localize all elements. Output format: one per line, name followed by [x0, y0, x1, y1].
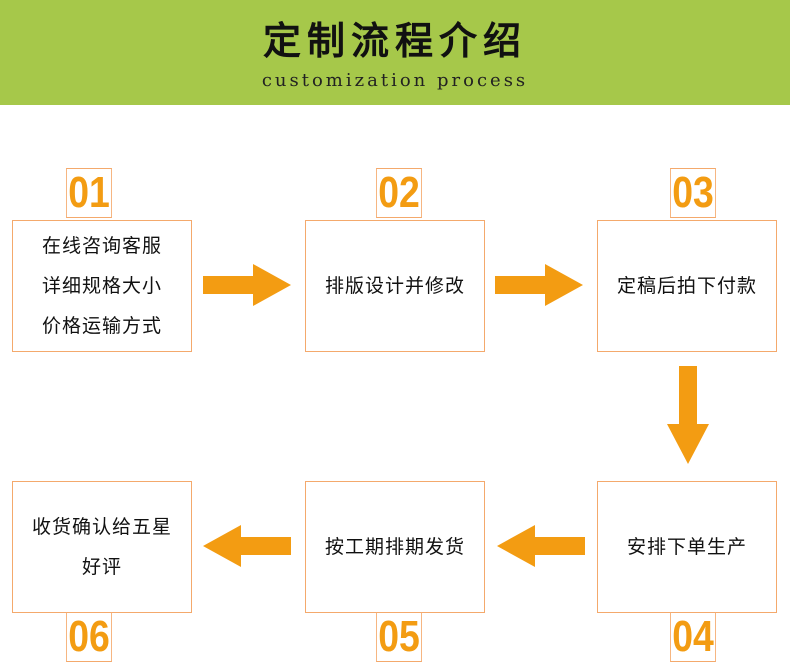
step-box-01: 在线咨询客服 详细规格大小 价格运输方式 [12, 220, 192, 352]
step-text-05: 按工期排期发货 [324, 536, 465, 558]
page-title: 定制流程介绍 [262, 19, 527, 63]
step-box-02: 排版设计并修改 [305, 220, 485, 352]
step-text-03: 定稿后拍下付款 [616, 275, 757, 297]
step-box-05: 按工期排期发货 [305, 481, 485, 613]
step-text-01: 在线咨询客服 详细规格大小 价格运输方式 [41, 235, 162, 337]
header-band: 定制流程介绍 customization process [0, 0, 790, 105]
step-text-04: 安排下单生产 [626, 536, 747, 558]
step-number-03: 03 [670, 168, 716, 218]
step-box-03: 定稿后拍下付款 [597, 220, 777, 352]
step-number-01: 01 [66, 168, 112, 218]
arrow-right-icon [495, 264, 583, 306]
step-box-06: 收货确认给五星 好评 [12, 481, 192, 613]
step-text-06: 收货确认给五星 好评 [31, 516, 172, 578]
step-number-05: 05 [376, 612, 422, 662]
arrow-left-icon [203, 525, 291, 567]
step-text-02: 排版设计并修改 [324, 275, 465, 297]
page-subtitle: customization process [261, 70, 529, 91]
step-box-04: 安排下单生产 [597, 481, 777, 613]
arrow-down-icon [667, 366, 709, 464]
step-number-02: 02 [376, 168, 422, 218]
step-number-04: 04 [670, 612, 716, 662]
arrow-left-icon [497, 525, 585, 567]
step-number-06: 06 [66, 612, 112, 662]
arrow-right-icon [203, 264, 291, 306]
